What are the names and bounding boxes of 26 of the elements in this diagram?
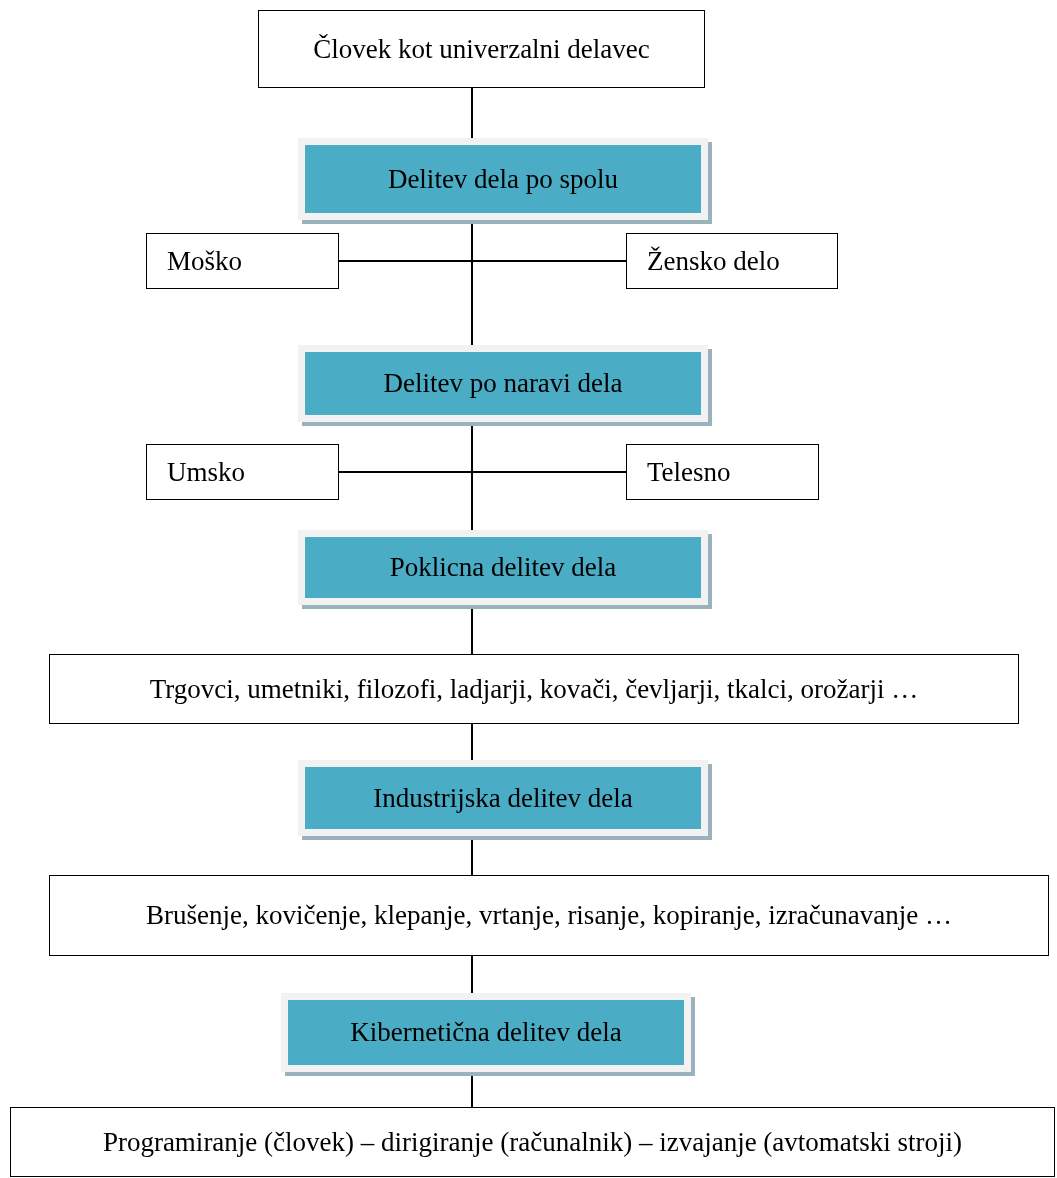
connector-line bbox=[471, 87, 473, 139]
box-label: Trgovci, umetniki, filozofi, ladjarji, kovači, čevljarji, tkalci, orožarji … bbox=[149, 673, 919, 705]
connector-line bbox=[471, 723, 473, 761]
connector-line bbox=[338, 260, 627, 262]
box-label: Človek kot univerzalni delavec bbox=[313, 33, 650, 65]
box-label: Telesno bbox=[647, 456, 731, 488]
box-label: Moško bbox=[167, 245, 242, 277]
stage-label: Delitev dela po spolu bbox=[387, 163, 619, 195]
stage-label: Kibernetična delitev dela bbox=[350, 1017, 622, 1048]
text-box bbox=[49, 875, 1049, 956]
box-label: Žensko delo bbox=[647, 245, 780, 277]
connector-line bbox=[338, 471, 627, 473]
stage-label: Industrijska delitev dela bbox=[373, 782, 633, 814]
box-label: Programiranje (človek) – dirigiranje (računalnik) – izvajanje (avtomatski stroji) bbox=[102, 1126, 963, 1158]
text-box bbox=[10, 1107, 1055, 1177]
box-label: Umsko bbox=[167, 456, 245, 488]
text-box bbox=[146, 444, 339, 500]
connector-line bbox=[471, 955, 473, 994]
box-label: Brušenje, kovičenje, klepanje, vrtanje, risanje, kopiranje, izračunavanje … bbox=[146, 900, 952, 931]
text-box bbox=[626, 233, 838, 289]
text-box bbox=[626, 444, 819, 500]
text-box bbox=[146, 233, 339, 289]
text-box bbox=[258, 10, 705, 88]
text-box bbox=[49, 654, 1019, 724]
stage-label: Delitev po naravi dela bbox=[383, 368, 623, 399]
stage-label: Poklicna delitev dela bbox=[389, 552, 617, 583]
